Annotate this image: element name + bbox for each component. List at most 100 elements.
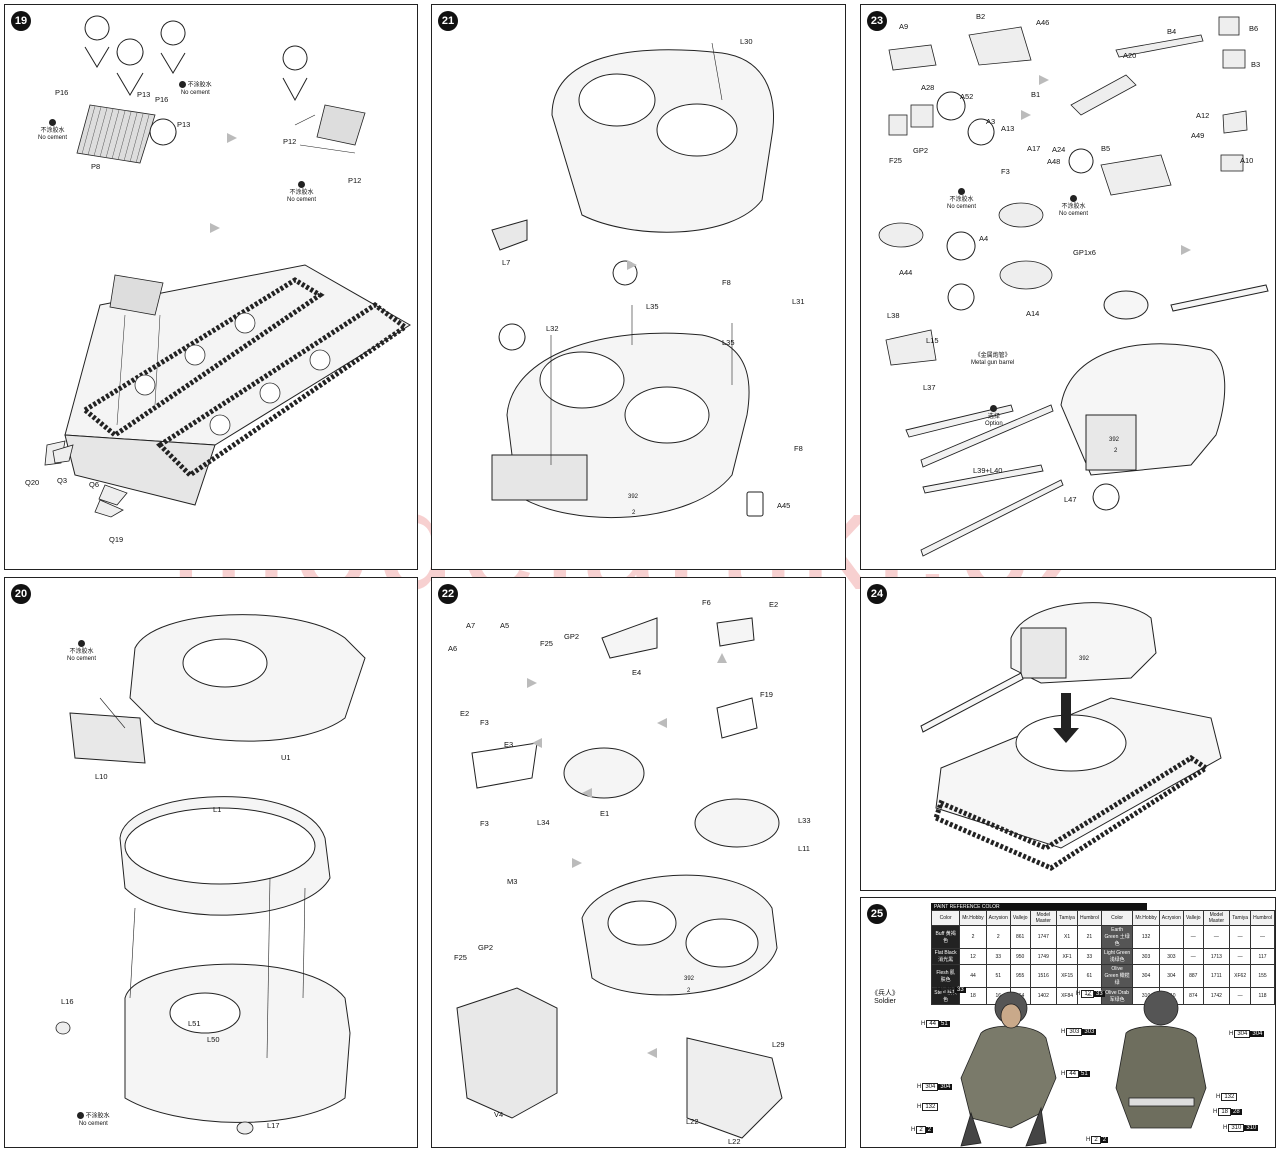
label-A9: A9 [899, 22, 909, 31]
label-B2: B2 [976, 12, 986, 21]
label-L10: L10 [95, 772, 108, 781]
label-A6: A6 [448, 644, 458, 653]
label-F8: F8 [794, 444, 803, 453]
table-header: Tamiya [1229, 910, 1252, 926]
label-P12: P12 [348, 176, 362, 185]
label-B6: B6 [1249, 24, 1259, 33]
label-E2: E2 [769, 600, 779, 609]
label-B3: B3 [1251, 60, 1261, 69]
label-F25: F25 [540, 639, 553, 648]
label-F8: F8 [722, 278, 731, 287]
label-A20: A20 [1123, 51, 1137, 60]
hull-marking: 392 [1079, 656, 1090, 662]
color-name-cell: Olive Green 橄榄绿 [1100, 964, 1134, 988]
label-U1: U1 [281, 753, 291, 762]
label-L32: L32 [546, 324, 559, 333]
label-Q3: Q3 [57, 476, 68, 485]
label-L35: L35 [722, 338, 735, 347]
color-name-cell: Buff 黄褐色 [930, 925, 961, 949]
table-cell: 51 [985, 964, 1011, 988]
step-22-drawing [456, 617, 783, 1139]
label-A17: A17 [1027, 144, 1041, 153]
step-21-drawing [491, 42, 775, 519]
step-19-panel: 19 [4, 4, 418, 570]
label-Q20: Q20 [25, 478, 40, 487]
label-F3: F3 [480, 819, 489, 828]
hull-marking: 392 [1109, 437, 1120, 443]
step-number: 20 [11, 584, 31, 604]
label-E1: E1 [600, 809, 610, 818]
label-GP2: GP2 [564, 632, 580, 641]
label-L1: L1 [213, 805, 222, 814]
step-22-panel: 22 A7 A5 A6 F25 GP2 E4 F6 E2 F19 E2 F3 E… [431, 577, 846, 1148]
label-L22: L22 [686, 1117, 699, 1126]
label-L33: L33 [798, 816, 811, 825]
label-L29: L29 [772, 1040, 785, 1049]
color-name-cell: Light Green 浅绿色 [1100, 948, 1134, 965]
label-A24: A24 [1052, 145, 1066, 154]
label-GP2: GP2 [478, 943, 494, 952]
table-cell: 155 [1250, 964, 1275, 988]
label-A45: A45 [777, 501, 791, 510]
label-V4: V4 [494, 1110, 504, 1119]
label-P12: P12 [283, 137, 297, 146]
label-P16: P16 [55, 88, 69, 97]
label-B1: B1 [1031, 90, 1041, 99]
step-23-drawing [878, 16, 1269, 557]
soldier-label: 《兵人》Soldier [871, 990, 899, 1006]
label-F3: F3 [480, 718, 489, 727]
label-F25: F25 [889, 156, 902, 165]
table-header: Tamiya [1056, 910, 1078, 926]
label-A44: A44 [899, 268, 913, 277]
soldier-figures [960, 990, 1207, 1147]
color-name-cell: Flesh 肌肤色 [930, 964, 961, 988]
table-header: Acrysion [1158, 910, 1184, 926]
label-A28: A28 [921, 83, 935, 92]
step-20-drawing [55, 614, 366, 1135]
table-header: Humbrol [1076, 910, 1102, 926]
label-A7: A7 [466, 621, 476, 630]
label-L50: L50 [207, 1035, 220, 1044]
step-24-panel: 24 392 [860, 577, 1276, 891]
label-L38: L38 [887, 311, 900, 320]
table-row: Steel 铁灰色18168641402XF84—Olive Drab 军绿色3… [930, 987, 1275, 1005]
label-F6: F6 [702, 598, 711, 607]
table-header: Mr.Hobby [1132, 910, 1160, 926]
step-number: 23 [867, 11, 887, 31]
label-B5: B5 [1101, 144, 1111, 153]
hull-marking: 2 [632, 510, 636, 516]
label-F25: F25 [454, 953, 467, 962]
label-A48: A48 [1047, 157, 1061, 166]
table-header: Humbrol [1250, 910, 1275, 926]
label-Q19: Q19 [109, 535, 124, 544]
hull-marking: 2 [687, 988, 691, 994]
step-number: 19 [11, 11, 31, 31]
label-L30: L30 [740, 37, 753, 46]
table-header: Acrysion [985, 910, 1011, 926]
step-19-drawing [44, 15, 411, 518]
label-P13: P13 [137, 90, 151, 99]
table-cell: 18 [959, 987, 987, 1005]
label-GP1x6: GP1x6 [1073, 248, 1096, 257]
label-A3: A3 [986, 117, 996, 126]
label-L39-L40: L39+L40 [973, 466, 1003, 475]
label-L15: L15 [926, 336, 939, 345]
table-header: Model Master [1029, 910, 1058, 926]
label-P16: P16 [155, 95, 169, 104]
label-A5: A5 [500, 621, 510, 630]
label-A46: A46 [1036, 18, 1050, 27]
